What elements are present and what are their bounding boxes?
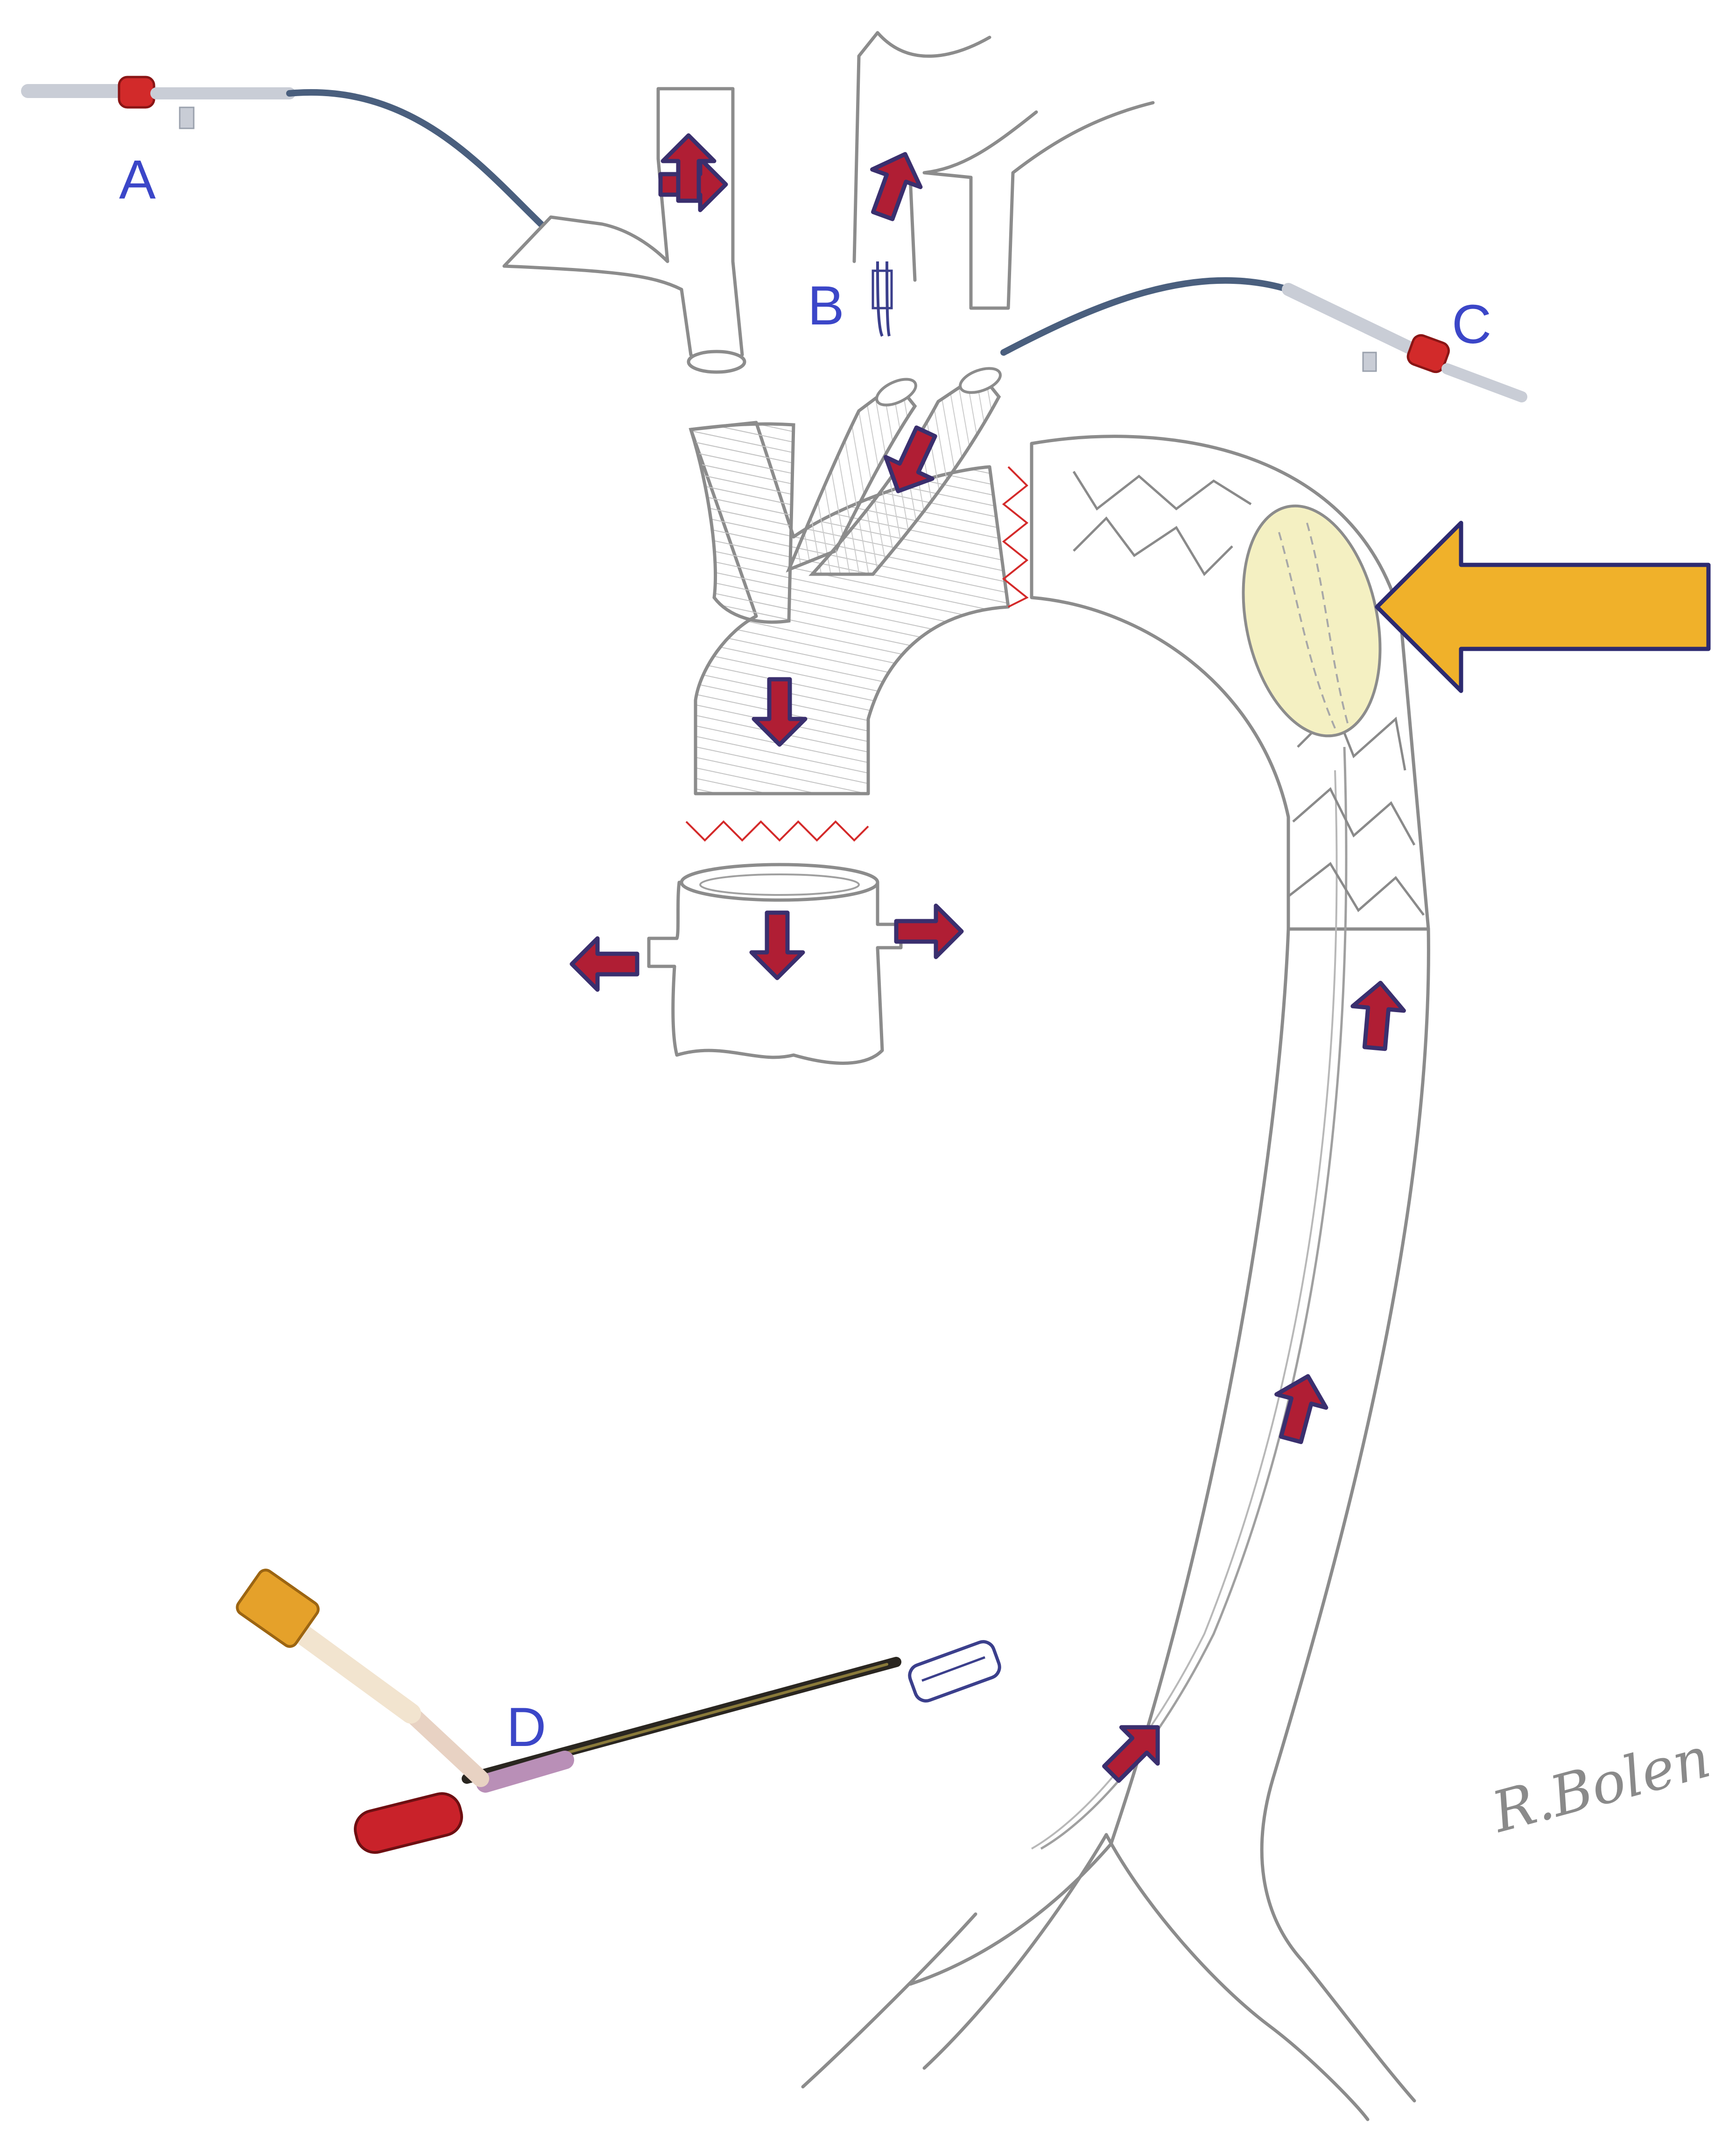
flow-arrow-icon	[894, 903, 964, 959]
label-b: B	[808, 275, 844, 337]
flow-arrow-icon	[1350, 980, 1406, 1051]
flow-arrow-icon	[883, 425, 937, 493]
flow-arrows	[569, 133, 1406, 1783]
suture-line-proximal	[685, 820, 869, 842]
catheter-a	[21, 76, 554, 237]
shunt-clip	[872, 261, 893, 337]
flow-arrow-icon	[1102, 1725, 1160, 1783]
flow-arrow-icon	[752, 677, 808, 747]
flow-arrow-icon	[870, 152, 923, 221]
catheter-c	[1000, 277, 1527, 402]
label-a: A	[119, 149, 156, 211]
flow-arrow-icon	[749, 910, 805, 980]
stent-struts	[1072, 471, 1425, 916]
artist-signature: R.Bolen	[1485, 1725, 1717, 1846]
flow-arrow-icon	[1274, 1374, 1328, 1444]
flow-arrow-icon	[661, 133, 717, 203]
arch-graft	[689, 367, 1010, 795]
flow-arrow-icon	[569, 936, 640, 992]
right-head-vessel	[852, 31, 1155, 310]
indicator-arrow-icon	[1375, 521, 1711, 693]
suture-line-arch	[1002, 466, 1029, 608]
catheter-d	[236, 1569, 1001, 1854]
label-d: D	[506, 1697, 546, 1758]
left-head-vessel	[502, 87, 746, 374]
label-c: C	[1452, 294, 1491, 355]
